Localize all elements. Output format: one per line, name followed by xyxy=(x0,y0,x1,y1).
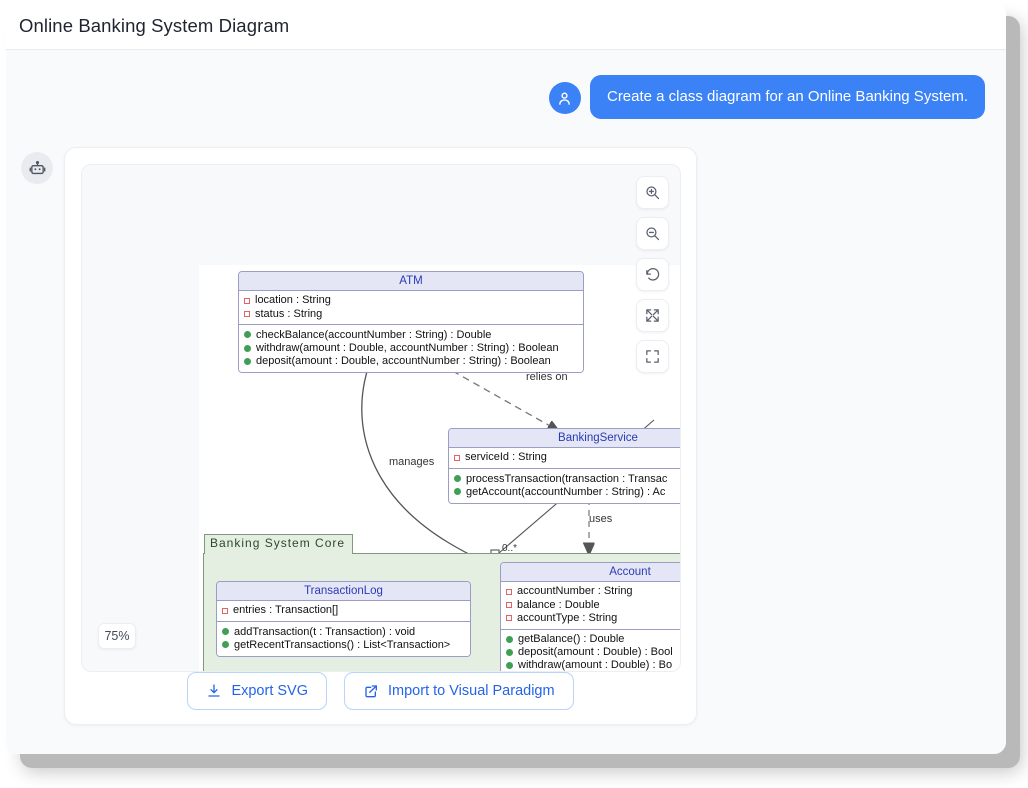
app-window: Online Banking System Diagram Create a c… xyxy=(6,2,1006,754)
method-marker-icon xyxy=(454,488,461,496)
canvas-toolbar xyxy=(636,176,669,373)
fullscreen-button[interactable] xyxy=(636,340,669,373)
class-title: Account xyxy=(501,563,680,582)
method-row: processTransaction(transaction : Transac xyxy=(454,472,680,485)
diagram-viewport[interactable]: Banking System Core ATM location : Strin… xyxy=(82,165,680,672)
attribute-marker-icon xyxy=(506,601,512,608)
methods-compartment: checkBalance(accountNumber : String) : D… xyxy=(239,324,583,372)
attribute-text: balance : Double xyxy=(517,598,600,611)
download-icon xyxy=(206,683,222,699)
attribute-text: serviceId : String xyxy=(465,451,547,464)
reset-view-button[interactable] xyxy=(636,258,669,291)
attributes-compartment: serviceId : String xyxy=(449,448,680,469)
package-label: Banking System Core xyxy=(204,534,354,554)
external-link-icon xyxy=(363,683,379,699)
attribute-text: status : String xyxy=(255,307,323,320)
edge-label-relies-on: relies on xyxy=(526,371,568,383)
method-row: addTransaction(t : Transaction) : void xyxy=(222,625,465,638)
class-title: TransactionLog xyxy=(217,582,470,601)
bot-message-row: Banking System Core ATM location : Strin… xyxy=(21,147,697,725)
method-text: getBalance() : Double xyxy=(518,632,625,645)
uml-class-atm[interactable]: ATM location : String status : String xyxy=(238,271,584,373)
export-svg-button[interactable]: Export SVG xyxy=(187,672,327,710)
attribute-marker-icon xyxy=(244,310,250,317)
class-title: ATM xyxy=(239,272,583,291)
card-actions: Export SVG Import to Visual Paradigm xyxy=(65,672,696,710)
attribute-row: accountNumber : String xyxy=(506,585,680,598)
attribute-text: entries : Transaction[] xyxy=(233,604,339,617)
method-text: processTransaction(transaction : Transac xyxy=(466,472,668,485)
method-marker-icon xyxy=(222,628,229,636)
method-text: checkBalance(accountNumber : String) : D… xyxy=(256,328,492,341)
uml-diagram-surface: Banking System Core ATM location : Strin… xyxy=(199,265,680,672)
attribute-row: serviceId : String xyxy=(454,451,680,464)
attribute-text: location : String xyxy=(255,294,331,307)
zoom-level-badge[interactable]: 75% xyxy=(98,623,136,649)
fit-screen-button[interactable] xyxy=(636,299,669,332)
attribute-row: status : String xyxy=(244,307,578,320)
uml-class-account[interactable]: Account accountNumber : String balance :… xyxy=(500,562,680,672)
method-row: withdraw(amount : Double, accountNumber … xyxy=(244,342,578,355)
method-text: deposit(amount : Double, accountNumber :… xyxy=(256,355,551,368)
content-area: Create a class diagram for an Online Ban… xyxy=(6,50,1006,754)
user-message-row: Create a class diagram for an Online Ban… xyxy=(548,75,985,119)
method-row: checkBalance(accountNumber : String) : D… xyxy=(244,328,578,341)
method-marker-icon xyxy=(244,357,251,365)
method-row: deposit(amount : Double, accountNumber :… xyxy=(244,355,578,368)
attribute-marker-icon xyxy=(454,454,460,461)
attributes-compartment: accountNumber : String balance : Double … xyxy=(501,582,680,629)
method-text: deposit(amount : Double) : Bool xyxy=(518,646,673,659)
attributes-compartment: location : String status : String xyxy=(239,291,583,325)
method-text: getRecentTransactions() : List<Transacti… xyxy=(234,638,451,651)
attribute-marker-icon xyxy=(506,588,512,595)
method-marker-icon xyxy=(506,662,513,670)
uml-class-bankingservice[interactable]: BankingService serviceId : String xyxy=(448,428,680,504)
page-title: Online Banking System Diagram xyxy=(19,15,290,36)
edge-label-manages: manages xyxy=(389,456,435,468)
methods-compartment: processTransaction(transaction : Transac… xyxy=(449,468,680,503)
method-text: withdraw(amount : Double, accountNumber … xyxy=(256,341,559,354)
import-visual-paradigm-button[interactable]: Import to Visual Paradigm xyxy=(344,672,574,710)
attribute-row: entries : Transaction[] xyxy=(222,604,465,617)
import-visual-paradigm-label: Import to Visual Paradigm xyxy=(388,683,555,699)
person-icon xyxy=(548,82,581,114)
class-title: BankingService xyxy=(449,429,680,448)
zoom-in-button[interactable] xyxy=(636,176,669,209)
export-svg-label: Export SVG xyxy=(231,683,308,699)
robot-icon xyxy=(21,152,53,184)
title-bar: Online Banking System Diagram xyxy=(6,2,1006,50)
method-text: getAccount(accountNumber : String) : Ac xyxy=(466,485,666,498)
attribute-row: location : String xyxy=(244,294,578,307)
edge-label-uses: uses xyxy=(589,513,613,525)
method-row: getRecentTransactions() : List<Transacti… xyxy=(222,638,465,651)
attribute-marker-icon xyxy=(244,297,250,304)
attributes-compartment: entries : Transaction[] xyxy=(217,601,470,622)
method-marker-icon xyxy=(244,331,251,339)
method-marker-icon xyxy=(222,641,229,649)
attribute-marker-icon xyxy=(222,607,228,614)
method-row: getAccount(accountNumber : String) : Ac xyxy=(454,485,680,498)
method-marker-icon xyxy=(506,635,513,643)
attribute-marker-icon xyxy=(506,614,512,621)
method-marker-icon xyxy=(506,648,513,656)
method-marker-icon xyxy=(454,475,461,483)
diagram-canvas[interactable]: Banking System Core ATM location : Strin… xyxy=(81,164,681,672)
methods-compartment: addTransaction(t : Transaction) : void g… xyxy=(217,621,470,656)
uml-class-transactionlog[interactable]: TransactionLog entries : Transaction[] xyxy=(216,581,471,657)
method-row: withdraw(amount : Double) : Bo xyxy=(506,659,680,672)
attribute-text: accountNumber : String xyxy=(517,585,633,598)
method-text: withdraw(amount : Double) : Bo xyxy=(518,659,673,672)
attribute-row: accountType : String xyxy=(506,611,680,624)
edge-label-multiplicity: 0..* xyxy=(502,543,518,554)
method-marker-icon xyxy=(244,344,251,352)
attribute-row: balance : Double xyxy=(506,598,680,611)
methods-compartment: getBalance() : Double deposit(amount : D… xyxy=(501,628,680,672)
method-row: getBalance() : Double xyxy=(506,632,680,646)
zoom-out-button[interactable] xyxy=(636,217,669,250)
method-row: deposit(amount : Double) : Bool xyxy=(506,646,680,659)
diagram-card: Banking System Core ATM location : Strin… xyxy=(64,147,697,725)
attribute-text: accountType : String xyxy=(517,611,618,624)
method-text: addTransaction(t : Transaction) : void xyxy=(234,625,416,638)
user-message-bubble: Create a class diagram for an Online Ban… xyxy=(589,75,985,119)
